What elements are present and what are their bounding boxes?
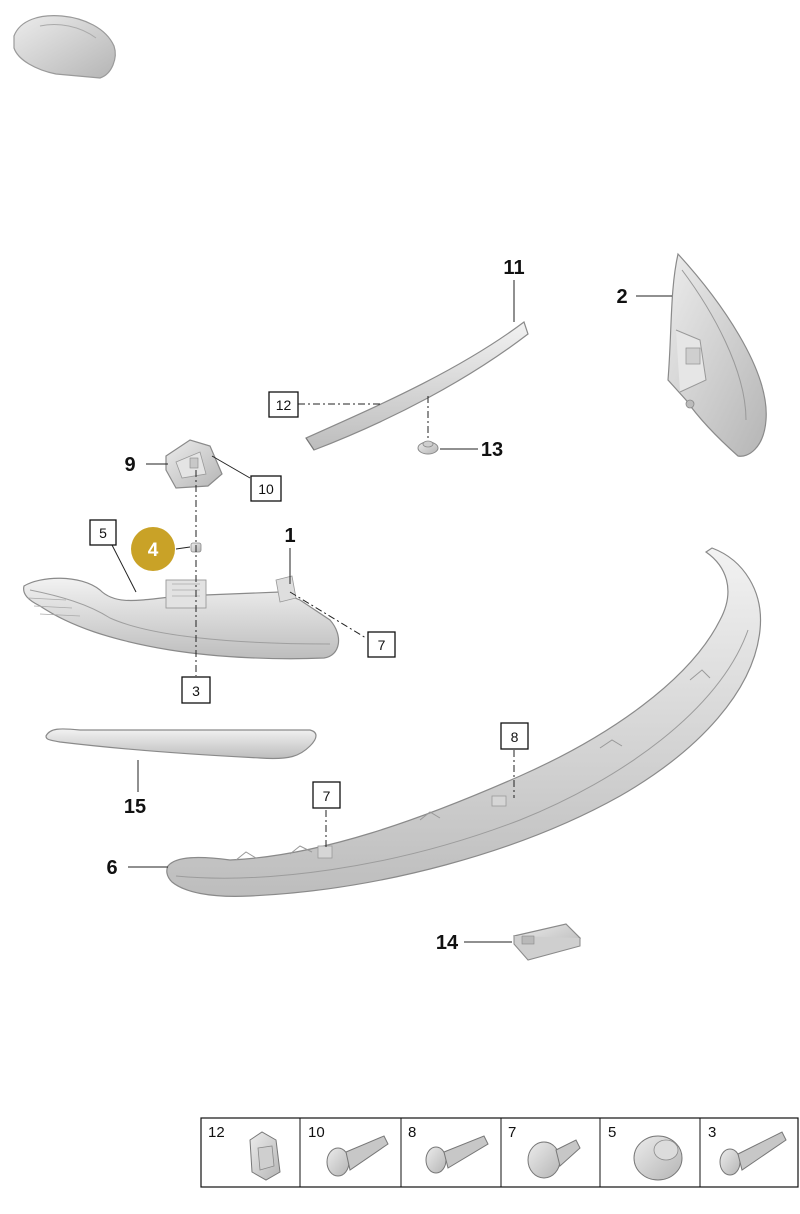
callout-13[interactable]: 13 (481, 439, 503, 461)
part-2-side-housing (667, 252, 767, 457)
legend-label-10: 10 (308, 1124, 325, 1141)
callout-box-8[interactable]: 8 (500, 722, 529, 750)
part-9-bracket (165, 439, 223, 489)
legend-cell-12[interactable]: 12 (208, 1124, 281, 1181)
legend-cell-3[interactable]: 3 (708, 1124, 787, 1176)
fastener-legend: 12 10 8 7 (200, 1117, 799, 1188)
callout-5: 5 (99, 525, 107, 541)
screw-icon (719, 1131, 787, 1176)
callout-12: 12 (276, 397, 292, 413)
part-15-reflector-strip (45, 728, 317, 760)
callout-10: 10 (258, 481, 274, 497)
legend-cell-10[interactable]: 10 (308, 1124, 389, 1177)
legend-label-7: 7 (508, 1124, 516, 1141)
callout-3: 3 (192, 683, 200, 699)
callout-4: 4 (148, 540, 159, 561)
callout-2[interactable]: 2 (616, 286, 627, 308)
flange-screw-icon (326, 1135, 389, 1177)
callout-15[interactable]: 15 (124, 796, 146, 818)
flange-screw-icon-2 (425, 1135, 489, 1174)
callout-4-highlight[interactable]: 4 (131, 527, 175, 571)
callout-7a: 7 (378, 637, 386, 653)
callout-14[interactable]: 14 (436, 932, 459, 954)
legend-cell-8[interactable]: 8 (408, 1124, 489, 1174)
clip-icon (249, 1131, 281, 1181)
callout-9[interactable]: 9 (124, 454, 135, 476)
callout-box-10[interactable]: 10 (250, 475, 282, 502)
callout-8: 8 (511, 729, 519, 745)
legend-cell-5[interactable]: 5 (608, 1124, 683, 1181)
callout-7b: 7 (323, 788, 331, 804)
callout-box-5[interactable]: 5 (89, 519, 117, 546)
part-6-bumper-trim (166, 547, 762, 897)
callout-11[interactable]: 11 (503, 257, 524, 279)
callout-6[interactable]: 6 (106, 857, 117, 879)
part-13-grommet (417, 440, 439, 455)
legend-label-12: 12 (208, 1124, 225, 1141)
part-11-trim-strip (305, 321, 529, 451)
part-14-plate-light (512, 923, 582, 961)
legend-cell-7[interactable]: 7 (508, 1124, 581, 1179)
car-thumbnail-icon (13, 15, 116, 79)
legend-label-3: 3 (708, 1124, 716, 1141)
callout-box-7b[interactable]: 7 (312, 781, 341, 809)
callout-1[interactable]: 1 (284, 525, 295, 547)
legend-label-8: 8 (408, 1124, 416, 1141)
legend-label-5: 5 (608, 1124, 616, 1141)
callout-box-12[interactable]: 12 (268, 391, 299, 418)
callout-box-7a[interactable]: 7 (367, 631, 396, 658)
large-flange-screw-icon (527, 1139, 581, 1179)
part-1-tail-light (23, 575, 340, 660)
callout-box-3[interactable]: 3 (181, 676, 211, 704)
leader-lines (111, 280, 672, 943)
cap-icon (633, 1135, 683, 1181)
